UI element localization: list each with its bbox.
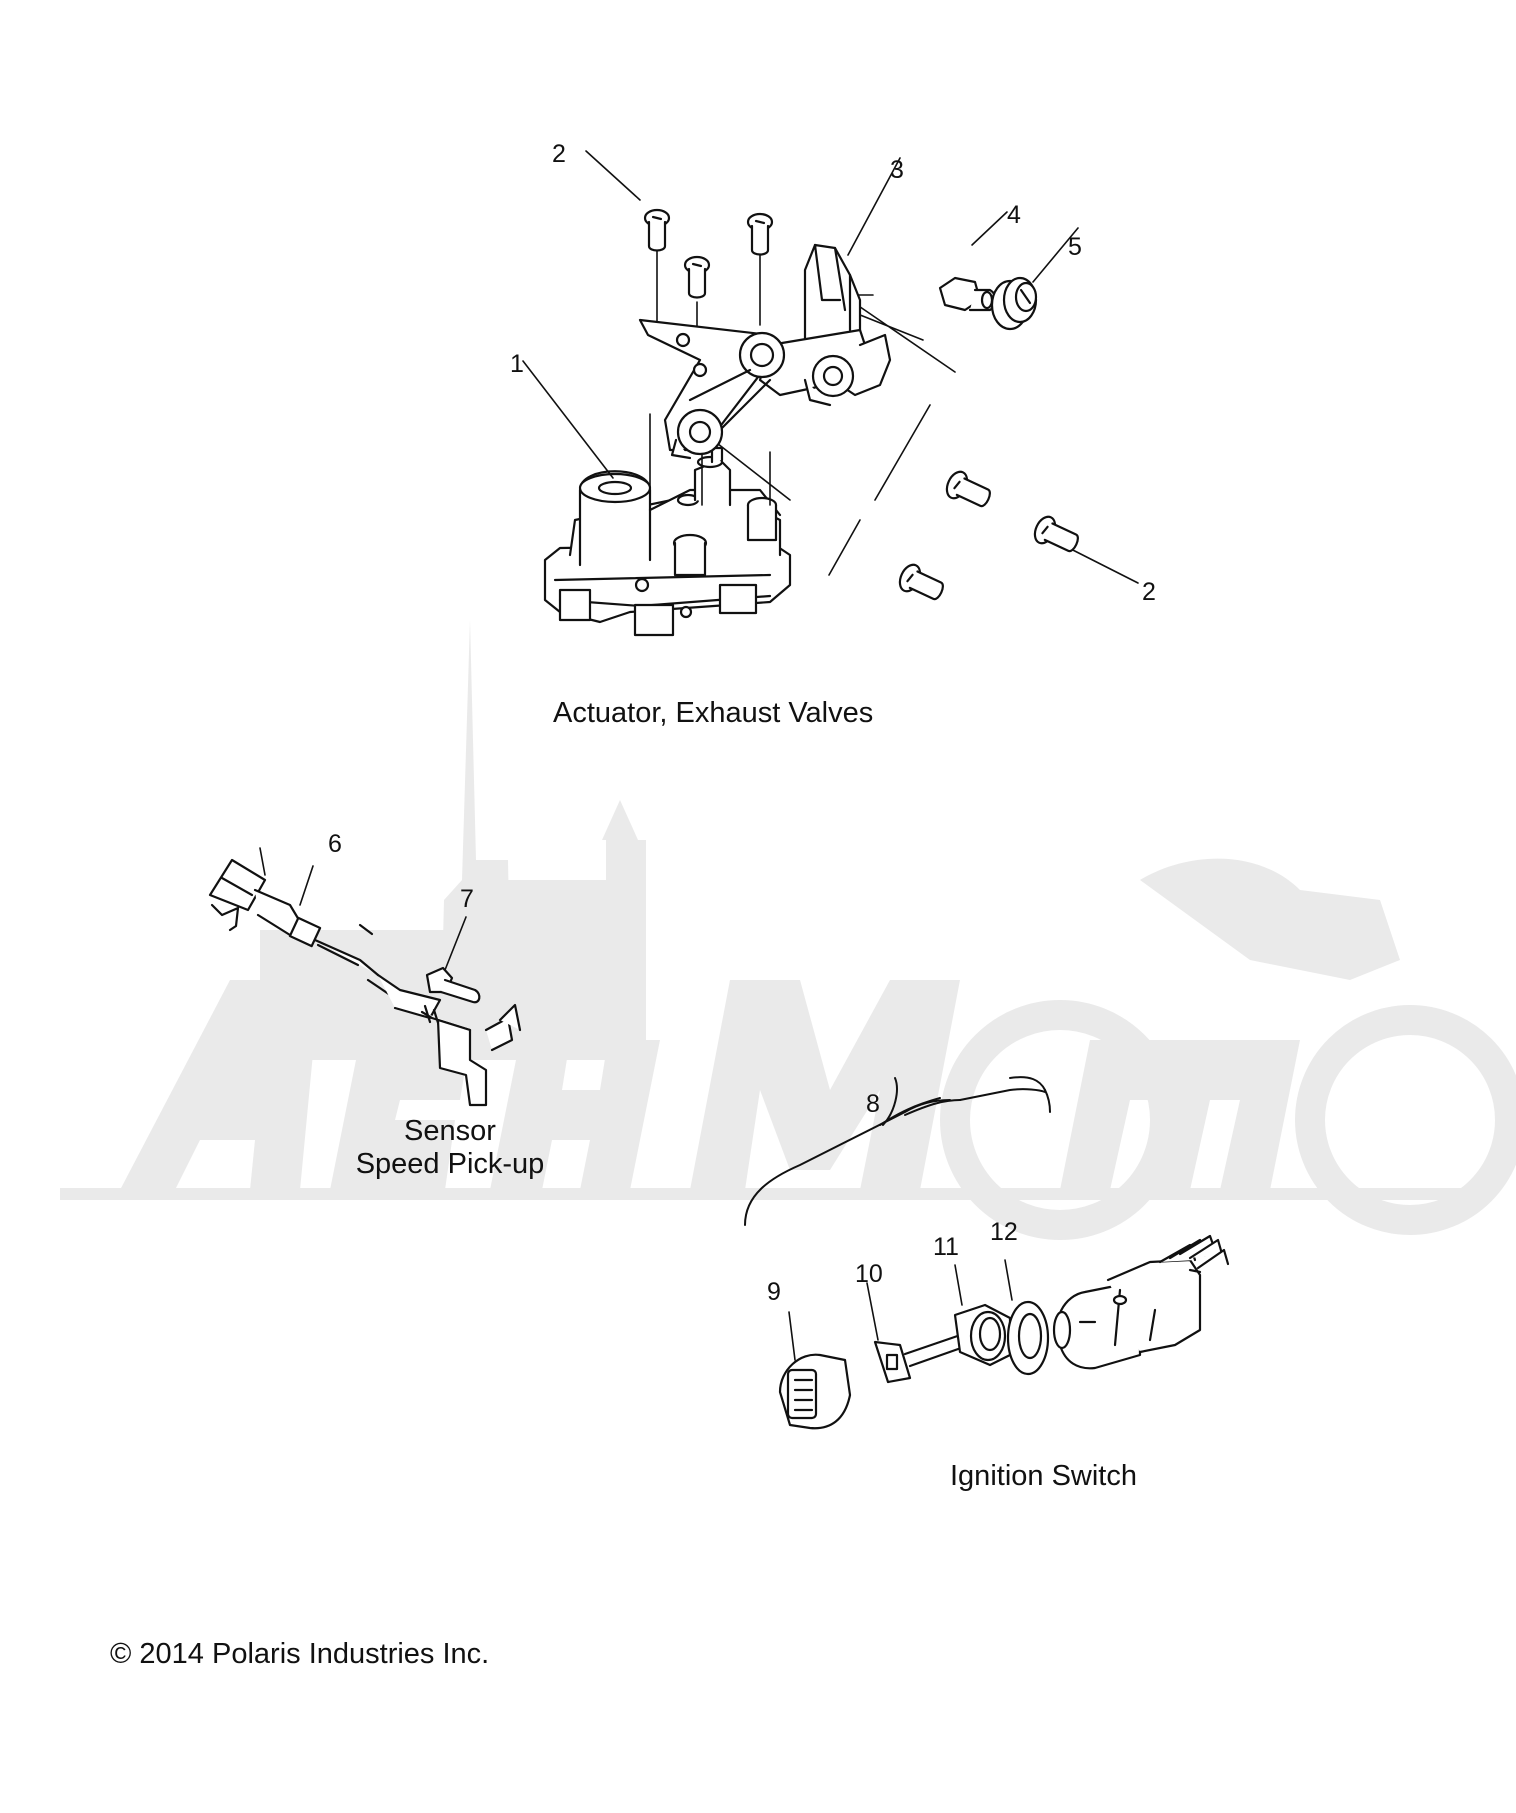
callout-3: 3 bbox=[890, 156, 904, 184]
callout-8: 8 bbox=[866, 1090, 880, 1118]
sensor-part-6 bbox=[208, 858, 522, 1107]
callout-2-right: 2 bbox=[1142, 578, 1156, 606]
caption-sensor: Sensor Speed Pick-up bbox=[350, 1115, 550, 1182]
actuator-part-1 bbox=[543, 446, 792, 637]
ignition-switch-body bbox=[1052, 1234, 1230, 1370]
copyright: © 2014 Polaris Industries Inc. bbox=[110, 1638, 490, 1670]
bolt-part-7 bbox=[425, 966, 481, 1004]
nut-part-11 bbox=[953, 1303, 1012, 1367]
callout-6: 6 bbox=[328, 830, 342, 858]
caption-ignition: Ignition Switch bbox=[950, 1460, 1137, 1492]
callout-4: 4 bbox=[1007, 201, 1021, 229]
callout-10: 10 bbox=[855, 1260, 883, 1288]
caption-sensor-line2: Speed Pick-up bbox=[355, 1148, 545, 1181]
screw-part-2 bbox=[643, 208, 1079, 601]
callout-2-top: 2 bbox=[552, 140, 566, 168]
caption-sensor-line1: Sensor bbox=[404, 1115, 496, 1147]
cap-part-9 bbox=[778, 1353, 852, 1430]
grommet-part-5 bbox=[990, 276, 1038, 331]
callout-12: 12 bbox=[990, 1218, 1018, 1246]
bracket-part-3 bbox=[638, 243, 892, 460]
washer-part-12 bbox=[1006, 1300, 1050, 1376]
callout-1: 1 bbox=[510, 350, 524, 378]
callout-9: 9 bbox=[767, 1278, 781, 1306]
callout-5: 5 bbox=[1068, 233, 1082, 261]
nut-part-4 bbox=[938, 276, 998, 312]
callout-11: 11 bbox=[933, 1233, 959, 1261]
callout-7: 7 bbox=[460, 885, 474, 913]
caption-actuator: Actuator, Exhaust Valves bbox=[553, 697, 874, 729]
